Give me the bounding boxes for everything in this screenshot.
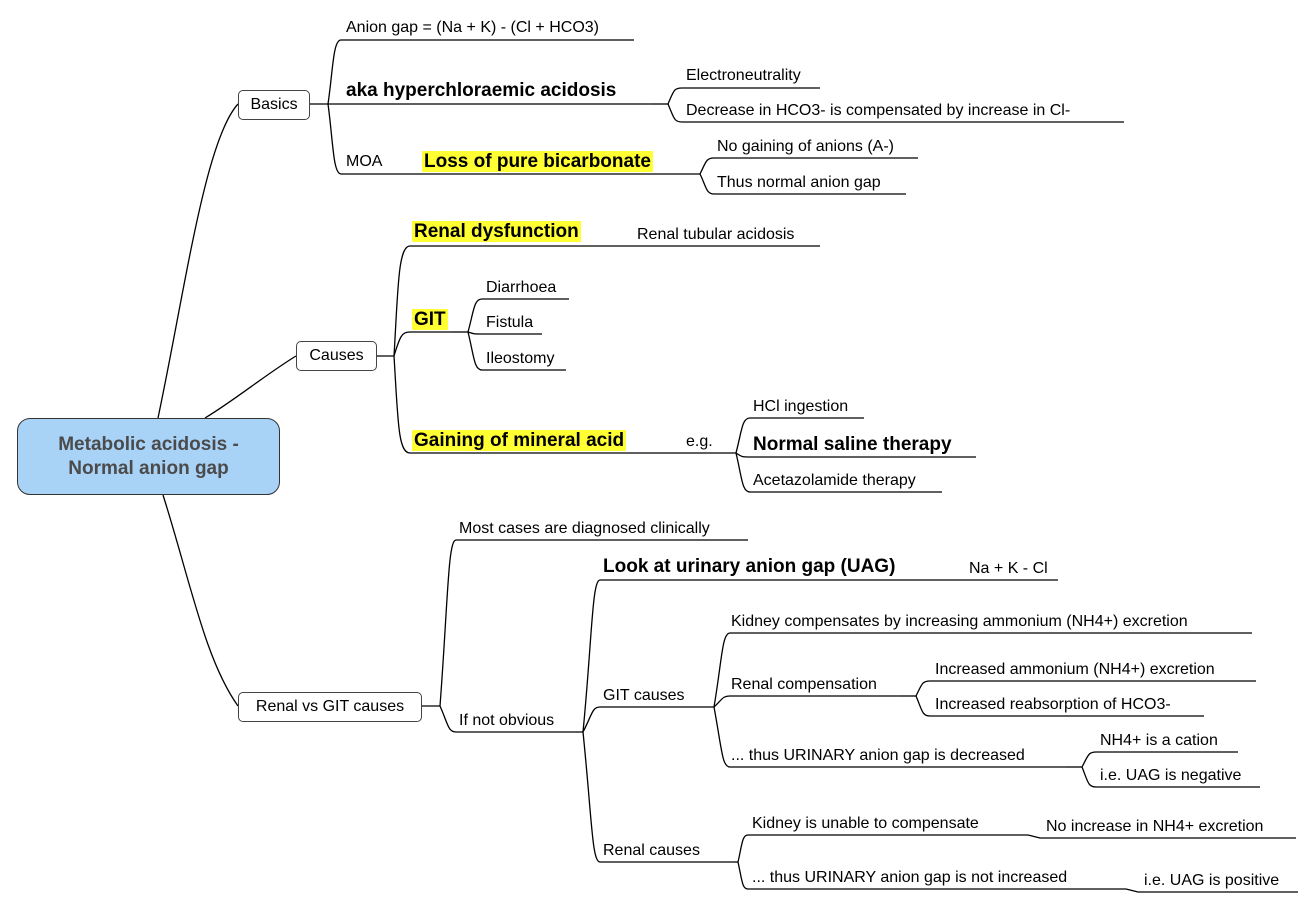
if-not-obvious: If not obvious	[459, 712, 555, 729]
link-causes-mineral	[393, 355, 652, 454]
root-title-line2: Normal anion gap	[68, 457, 229, 479]
uag-decreased: ... thus URINARY anion gap is decreased	[731, 747, 1025, 764]
renal-dysfunction: Renal dysfunction	[412, 221, 581, 242]
basics-node[interactable]: Basics	[238, 90, 310, 120]
link-decreased-cation	[1081, 751, 1238, 768]
hco3-compensated: Decrease in HCO3- is compensated by incr…	[686, 102, 1071, 119]
link-gitc-decreased	[713, 706, 1066, 768]
no-increase-nh4: No increase in NH4+ excretion	[1046, 818, 1264, 835]
git-cause: GIT	[412, 309, 448, 330]
anion-gap-formula: Anion gap = (Na + K) - (Cl + HCO3)	[346, 19, 599, 36]
moa-label: MOA	[346, 153, 383, 170]
link-root-renalgit	[162, 494, 239, 707]
most-cases-clinical: Most cases are diagnosed clinically	[459, 520, 710, 537]
kidney-compensates: Kidney compensates by increasing ammoniu…	[731, 613, 1188, 630]
link-renalcomp-ammonium	[915, 680, 1256, 697]
renal-tubular-acidosis: Renal tubular acidosis	[637, 226, 795, 243]
renal-causes-label: Renal causes	[603, 842, 700, 859]
link-renalc-notinc	[737, 861, 1126, 890]
link-loss-normalgap	[699, 173, 906, 195]
link-renalgit-ifnot	[439, 705, 583, 733]
mineral-acid: Gaining of mineral acid	[412, 430, 627, 451]
link-renalc-unable	[737, 834, 1028, 863]
link-git-fistula	[467, 331, 542, 335]
link-ifnot-git	[582, 706, 712, 733]
look-at-uag: Look at urinary anion gap (UAG)	[603, 556, 896, 577]
kidney-unable: Kidney is unable to compensate	[752, 815, 979, 832]
link-ifnot-renal	[582, 731, 734, 863]
link-ifnot-look	[582, 579, 936, 733]
fistula: Fistula	[486, 314, 534, 331]
eg-label: e.g.	[686, 433, 713, 450]
hcl-ingestion: HCl ingestion	[753, 398, 849, 415]
link-unable-noinc	[1027, 834, 1296, 839]
git-causes-label: GIT causes	[603, 687, 685, 704]
root-title-line1: Metabolic acidosis -	[58, 433, 239, 455]
link-aka-compensated	[667, 103, 1124, 123]
increased-reabsorption: Increased reabsorption of HCO3-	[935, 696, 1171, 713]
link-loss-nogaining	[699, 157, 918, 175]
loss-bicarbonate: Loss of pure bicarbonate	[422, 151, 653, 172]
causes-node[interactable]: Causes	[296, 341, 377, 371]
link-renalcomp-reabsorption	[915, 695, 1204, 717]
link-eg-saline	[735, 452, 976, 458]
link-eg-acetazolamide	[735, 452, 942, 493]
ileostomy: Ileostomy	[486, 350, 555, 367]
link-notinc-positive	[1125, 888, 1298, 893]
link-gitc-renalcomp	[713, 695, 900, 708]
diarrhoea: Diarrhoea	[486, 279, 557, 296]
no-gaining-anions: No gaining of anions (A-)	[717, 138, 894, 155]
link-basics-aniongap	[327, 39, 634, 105]
link-root-causes	[204, 355, 297, 419]
nh4-cation: NH4+ is a cation	[1100, 732, 1218, 749]
increased-ammonium: Increased ammonium (NH4+) excretion	[935, 661, 1215, 678]
uag-formula: Na + K - Cl	[969, 560, 1048, 577]
uag-not-increased: ... thus URINARY anion gap is not increa…	[752, 869, 1068, 886]
uag-negative: i.e. UAG is negative	[1100, 767, 1242, 784]
aka-hyperchloraemic: aka hyperchloraemic acidosis	[346, 80, 617, 101]
link-aka-electro	[667, 87, 820, 105]
root-node[interactable]: Metabolic acidosis - Normal anion gap	[17, 418, 280, 495]
link-root-basics	[157, 103, 239, 419]
link-git-ileostomy	[467, 331, 566, 371]
uag-positive: i.e. UAG is positive	[1144, 872, 1280, 889]
link-causes-renal	[393, 245, 604, 357]
link-gitc-kidney	[713, 632, 1252, 708]
link-renalgit-most	[439, 539, 748, 707]
link-git-diarrhoea	[467, 298, 569, 333]
renal-vs-git-node[interactable]: Renal vs GIT causes	[238, 692, 422, 722]
normal-saline-therapy: Normal saline therapy	[753, 434, 952, 455]
link-basics-moa	[327, 103, 410, 175]
electroneutrality: Electroneutrality	[686, 67, 801, 84]
link-decreased-negative	[1081, 766, 1260, 788]
link-eg-hcl	[735, 417, 864, 454]
link-causes-git	[393, 331, 452, 357]
normal-anion-gap: Thus normal anion gap	[717, 174, 881, 191]
renal-compensation: Renal compensation	[731, 676, 877, 693]
acetazolamide-therapy: Acetazolamide therapy	[753, 472, 916, 489]
